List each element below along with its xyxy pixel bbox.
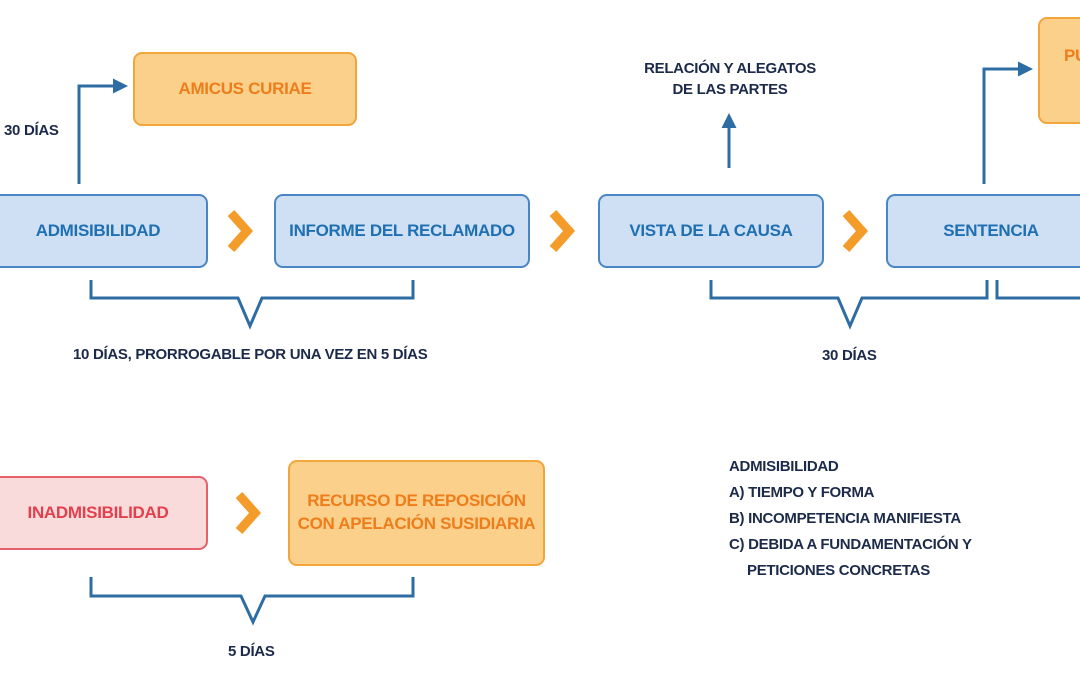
vista-label: VISTA DE LA CAUSA (629, 220, 793, 240)
informe-label: INFORME DEL RECLAMADO (289, 220, 515, 240)
informe-days-label: 10 DÍAS, PRORROGABLE POR UNA VEZ EN 5 DÍ… (73, 346, 428, 363)
recurso-reposicion-box: RECURSO DE REPOSICIÓN CON APELACIÓN SUSI… (288, 460, 545, 566)
chevron-icon (549, 210, 576, 252)
chevron-icon (227, 210, 254, 252)
admisibilidad-criteria: ADMISIBILIDAD A) TIEMPO Y FORMA B) INCOM… (729, 454, 972, 584)
criteria-title: ADMISIBILIDAD (729, 458, 839, 475)
brace-recurso (89, 577, 415, 626)
admisibilidad-label: ADMISIBILIDAD (35, 220, 161, 240)
amicus-curiae-box: AMICUS CURIAE (133, 52, 357, 126)
informe-reclamado-box: INFORME DEL RECLAMADO (274, 194, 530, 268)
recurso-days-label: 5 DÍAS (228, 643, 275, 660)
publicacion-box: PU (1038, 17, 1080, 124)
sentencia-days-label: 30 DÍAS (822, 347, 877, 364)
publicacion-arrow (982, 61, 1033, 184)
amicus-days-label: 30 DÍAS (4, 122, 59, 139)
amicus-arrow (77, 78, 128, 184)
chevron-icon (235, 492, 262, 534)
vista-causa-box: VISTA DE LA CAUSA (598, 194, 824, 268)
inadmisibilidad-box: INADMISIBILIDAD (0, 476, 208, 550)
relacion-alegatos-label: RELACIÓN Y ALEGATOS DE LAS PARTES (644, 60, 816, 98)
criteria-item: B) INCOMPETENCIA MANIFIESTA (729, 510, 961, 527)
chevron-icon (842, 210, 869, 252)
brace-sentencia-partial (995, 280, 1080, 300)
sentencia-label: SENTENCIA (943, 220, 1039, 240)
criteria-item: C) DEBIDA A FUNDAMENTACIÓN Y (729, 536, 972, 553)
publicacion-label: PU (1064, 46, 1080, 65)
inadmisibilidad-label: INADMISIBILIDAD (27, 502, 169, 522)
admisibilidad-box: ADMISIBILIDAD (0, 194, 208, 268)
amicus-label: AMICUS CURIAE (178, 78, 312, 98)
criteria-item: PETICIONES CONCRETAS (747, 562, 930, 579)
sentencia-box: SENTENCIA (886, 194, 1080, 268)
brace-sentencia (709, 280, 989, 330)
brace-informe (89, 280, 415, 330)
recurso-label: RECURSO DE REPOSICIÓN CON APELACIÓN SUSI… (297, 491, 536, 533)
criteria-item: A) TIEMPO Y FORMA (729, 484, 875, 501)
